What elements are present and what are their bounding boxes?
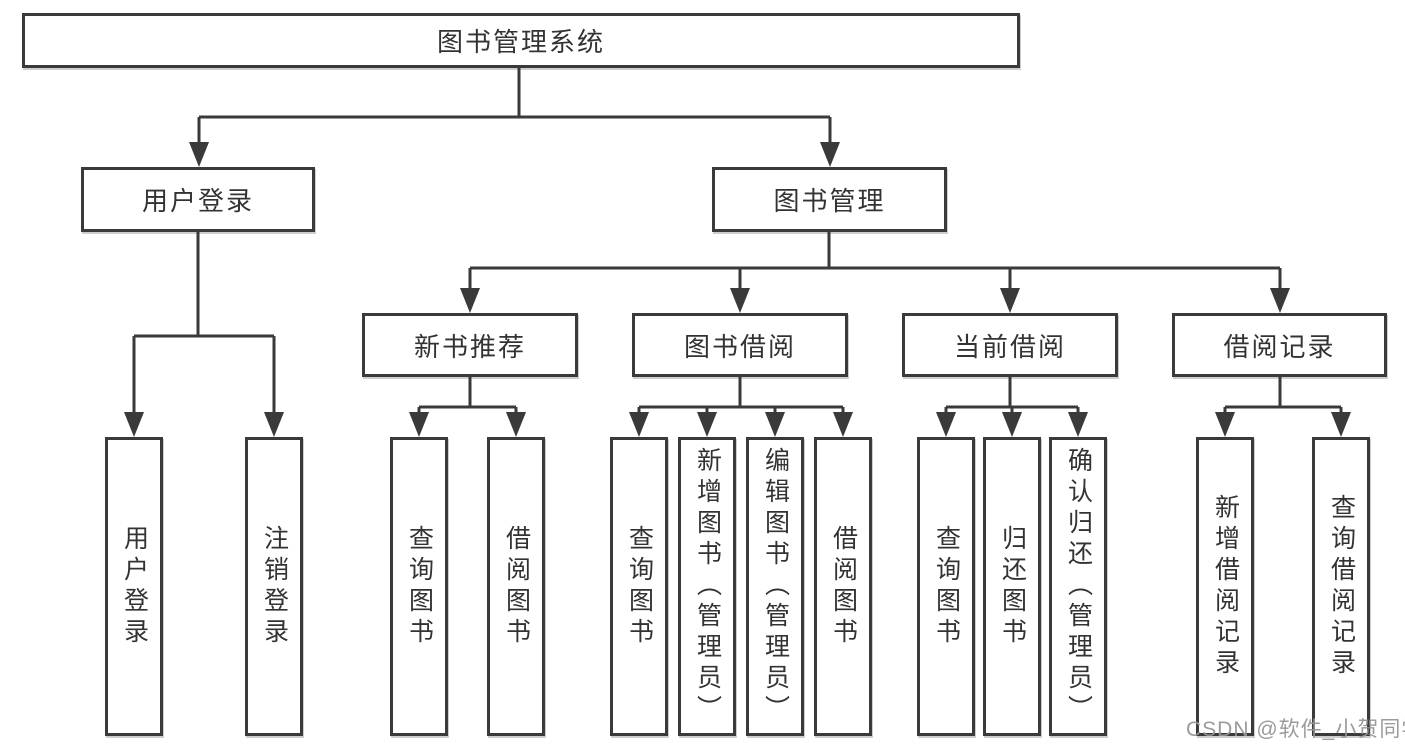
node-leaf-borrow-books-borrowing: 借阅图书 <box>814 437 872 736</box>
node-library-system: 图书管理系统 <box>22 13 1020 68</box>
leaf-label: 注销登录 <box>260 524 289 649</box>
node-book-management: 图书管理 <box>712 167 947 232</box>
leaf-label: 查询图书 <box>405 524 434 649</box>
leaf-label: 查询图书 <box>625 524 654 649</box>
leaf-label: 借阅图书 <box>829 524 858 649</box>
node-user-login: 用户登录 <box>81 167 315 232</box>
leaf-label: 编辑图书（管理员） <box>761 447 790 726</box>
leaf-label: 查询借阅记录 <box>1327 493 1356 680</box>
arrowheads <box>124 142 1351 437</box>
node-leaf-user-login-action: 用户登录 <box>105 437 163 736</box>
node-leaf-add-books-admin: 新增图书（管理员） <box>678 437 736 736</box>
leaf-label: 归还图书 <box>998 524 1027 649</box>
leaf-label: 借阅图书 <box>502 524 531 649</box>
node-leaf-query-books-borrowing: 查询图书 <box>610 437 668 736</box>
leaf-label: 确认归还（管理员） <box>1064 447 1093 726</box>
node-leaf-confirm-return-admin: 确认归还（管理员） <box>1049 437 1107 736</box>
node-current-borrowing: 当前借阅 <box>902 313 1118 377</box>
node-new-book-recommend: 新书推荐 <box>362 313 578 377</box>
node-book-borrowing: 图书借阅 <box>632 313 848 377</box>
node-leaf-edit-books-admin: 编辑图书（管理员） <box>746 437 804 736</box>
leaf-label: 用户登录 <box>120 524 149 649</box>
node-leaf-logout: 注销登录 <box>245 437 303 736</box>
node-leaf-add-borrow-record: 新增借阅记录 <box>1196 437 1254 736</box>
csdn-watermark: CSDN @软件_小贺同学 <box>1186 718 1405 741</box>
node-leaf-query-borrow-record: 查询借阅记录 <box>1312 437 1370 736</box>
leaf-label: 查询图书 <box>932 524 961 649</box>
node-leaf-query-books-recommend: 查询图书 <box>390 437 448 736</box>
node-borrowing-records: 借阅记录 <box>1172 313 1387 377</box>
leaf-label: 新增图书（管理员） <box>693 447 722 726</box>
leaf-label: 新增借阅记录 <box>1211 493 1240 680</box>
node-leaf-return-books: 归还图书 <box>983 437 1041 736</box>
node-leaf-query-books-current: 查询图书 <box>917 437 975 736</box>
node-leaf-borrow-books-recommend: 借阅图书 <box>487 437 545 736</box>
